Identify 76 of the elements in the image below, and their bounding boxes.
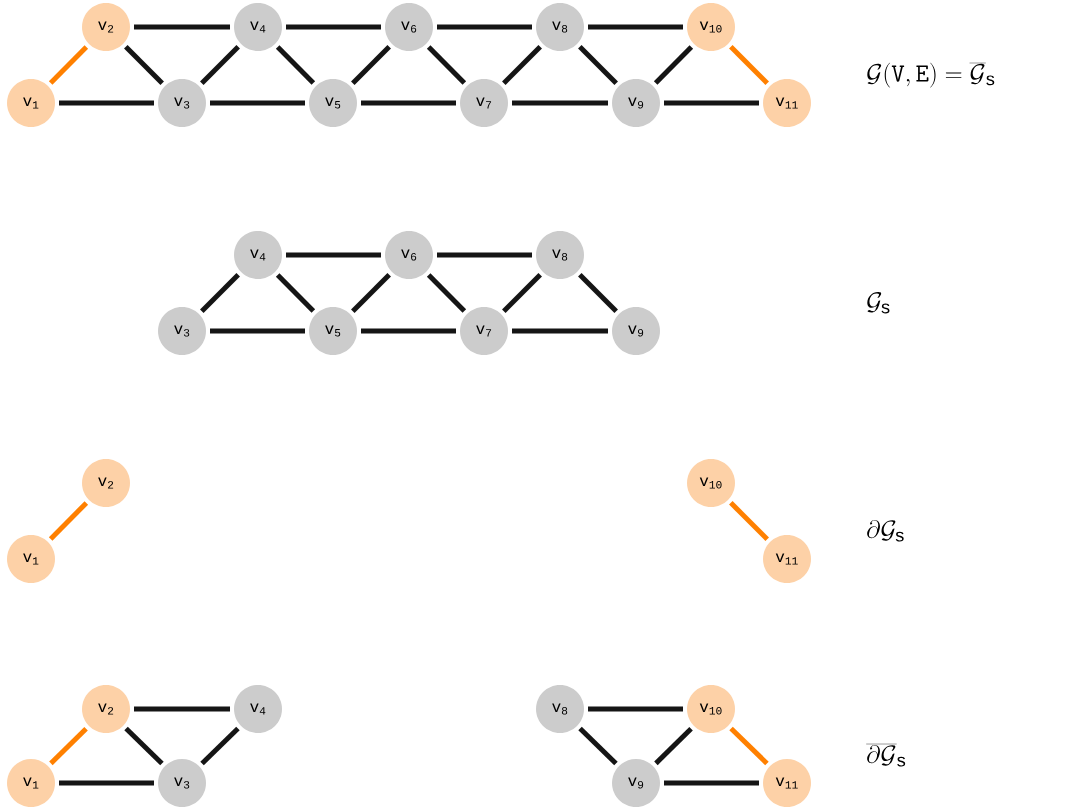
graph-vertex: v$_{8}$	[536, 685, 584, 733]
graph-edge	[361, 100, 456, 106]
graph-edge	[275, 45, 316, 85]
graph-vertex: v$_{2}$	[82, 459, 130, 507]
graph-edge	[59, 780, 154, 786]
graph-edge	[351, 45, 391, 85]
graph-edge	[578, 273, 618, 313]
graph-edge	[275, 273, 316, 313]
graph-vertex: v$_{1}$	[7, 759, 55, 807]
graph-edge	[729, 501, 769, 541]
graph-edge	[512, 328, 608, 334]
graph-edge	[654, 726, 693, 766]
graph-edge	[426, 45, 467, 85]
graph-vertex: v$_{2}$	[82, 3, 130, 51]
graph-vertex: v$_{11}$	[763, 535, 811, 583]
graph-edge	[200, 45, 240, 85]
formula-label: $\overline{\partial\mathcal{G}}_{\mathrm{s}}$	[866, 744, 906, 767]
graph-edge	[664, 100, 759, 106]
graph-edge	[351, 273, 391, 313]
graph-edge	[361, 328, 456, 334]
graph-vertex: v$_{1}$	[7, 535, 55, 583]
graph-edge	[124, 45, 164, 85]
graph-edge	[653, 45, 694, 85]
graph-vertex: v$_{9}$	[612, 307, 660, 355]
graph-edge	[49, 726, 88, 766]
graph-vertex: v$_{10}$	[687, 685, 735, 733]
graph-vertex: v$_{11}$	[763, 759, 811, 807]
graph-vertex: v$_{5}$	[309, 307, 357, 355]
graph-vertex: v$_{8}$	[536, 3, 584, 51]
graph-edge	[59, 100, 154, 106]
graph-edge	[124, 726, 164, 766]
graph-vertex: v$_{6}$	[385, 231, 433, 279]
graph-vertex: v$_{6}$	[385, 3, 433, 51]
graph-edge	[286, 24, 381, 30]
graph-vertex: v$_{11}$	[763, 79, 811, 127]
graph-edge	[134, 24, 230, 30]
graph-edge	[200, 273, 240, 313]
graph-edge	[502, 273, 542, 313]
graph-edge	[578, 726, 618, 766]
graph-edge	[437, 252, 532, 258]
graph-vertex: v$_{7}$	[460, 79, 508, 127]
graph-edge	[286, 252, 381, 258]
graph-edge	[664, 780, 759, 786]
graph-vertex: v$_{1}$	[7, 79, 55, 127]
graph-vertex: v$_{4}$	[234, 3, 282, 51]
graph-vertex: v$_{7}$	[460, 307, 508, 355]
graph-edge	[512, 100, 608, 106]
graph-edge	[578, 45, 618, 85]
formula-label: $\partial\mathcal{G}_{\mathrm{s}}$	[867, 519, 904, 542]
graph-edge	[200, 726, 240, 766]
graph-edge	[48, 501, 89, 541]
graph-vertex: v$_{10}$	[687, 3, 735, 51]
graph-vertex: v$_{3}$	[158, 759, 206, 807]
graph-vertex: v$_{4}$	[234, 685, 282, 733]
graph-vertex: v$_{9}$	[612, 79, 660, 127]
graph-edge	[134, 706, 230, 712]
graph-edge	[588, 706, 683, 712]
graph-edge	[210, 100, 305, 106]
formula-label: $\mathcal{G}(\mathtt{V},\mathtt{E}) = \overline{\mathcal{G}}_{\mathrm{s}}$	[867, 62, 995, 88]
graph-vertex: v$_{3}$	[158, 79, 206, 127]
graph-edge	[426, 273, 467, 313]
graph-edge	[48, 45, 89, 85]
graph-edge	[502, 45, 542, 85]
graph-edge	[729, 45, 769, 85]
graph-edge	[210, 328, 305, 334]
graph-vertex: v$_{5}$	[309, 79, 357, 127]
graph-edge	[588, 24, 683, 30]
graph-vertex: v$_{8}$	[536, 231, 584, 279]
graph-edge	[437, 24, 532, 30]
graph-vertex: v$_{3}$	[158, 307, 206, 355]
graph-vertex: v$_{9}$	[612, 759, 660, 807]
graph-vertex: v$_{10}$	[687, 459, 735, 507]
graph-edge	[729, 726, 769, 766]
formula-label: $\mathcal{G}_{\mathrm{s}}$	[867, 292, 890, 314]
graph-vertex: v$_{4}$	[234, 231, 282, 279]
graph-vertex: v$_{2}$	[82, 685, 130, 733]
